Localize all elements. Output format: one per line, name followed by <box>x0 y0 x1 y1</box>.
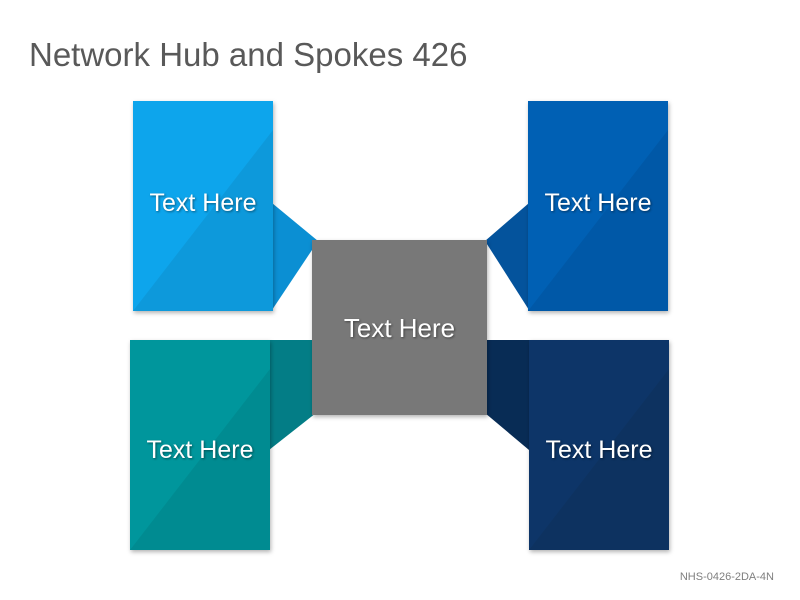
spoke-top-right-label: Text Here <box>544 188 652 217</box>
spoke-bottom-right-label: Text Here <box>545 435 653 464</box>
spoke-top-left <box>133 101 273 311</box>
hub <box>312 240 487 415</box>
spoke-bottom-right <box>529 340 669 550</box>
box-sheen <box>528 130 668 311</box>
spoke-top-right <box>528 101 668 311</box>
hub-box <box>312 240 487 415</box>
slide-title: Network Hub and Spokes 426 <box>29 36 468 73</box>
connector-top-right <box>485 203 529 310</box>
footer-code: NHS-0426-2DA-4N <box>679 571 774 583</box>
connector-top-left <box>272 203 318 310</box>
box-sheen <box>529 369 669 550</box>
connector-bottom-right <box>485 340 529 450</box>
box-sheen <box>130 369 270 550</box>
connector-bottom-left <box>269 340 316 450</box>
hub-label: Text Here <box>343 312 456 343</box>
spoke-bottom-left <box>130 340 270 550</box>
spoke-top-left-label: Text Here <box>149 188 257 217</box>
spoke-bottom-left-label: Text Here <box>146 435 254 464</box>
box-sheen <box>133 130 273 311</box>
